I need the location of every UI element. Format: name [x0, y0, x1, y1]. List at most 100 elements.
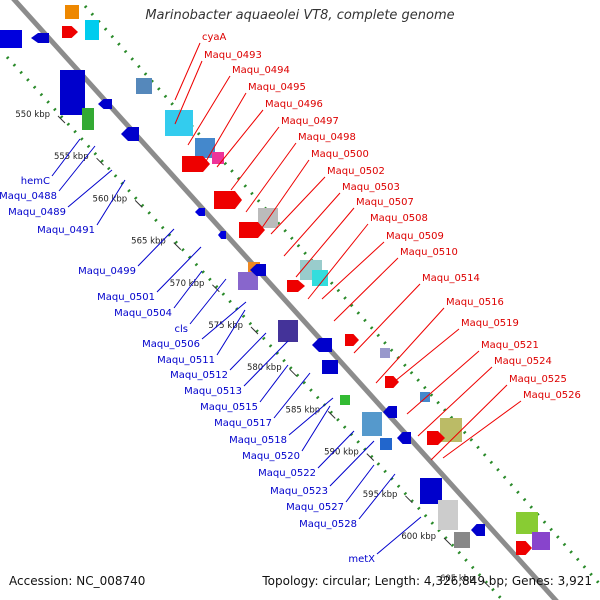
- reverse-gene-block: [362, 412, 382, 436]
- forward-gene-leader: [245, 142, 297, 213]
- forward-gene-block: [85, 20, 99, 40]
- reverse-gene-leader: [173, 270, 203, 309]
- reverse-gene-label: Maqu_0513: [184, 386, 242, 397]
- reverse-gene-leader: [273, 372, 311, 419]
- forward-gene-label: Maqu_0525: [509, 374, 567, 385]
- reverse-arrow-shape: [471, 524, 485, 536]
- forward-gene-leader: [442, 400, 522, 459]
- reverse-gene-leader: [201, 301, 247, 340]
- reverse-arrow-shape: [397, 432, 411, 444]
- forward-gene-leader: [353, 283, 421, 354]
- reverse-arrow-shape: [383, 406, 397, 418]
- scale-tick-label: 575 kbp: [208, 321, 243, 331]
- forward-gene-leader: [375, 307, 445, 384]
- reverse-gene-label: metX: [348, 554, 375, 565]
- forward-arrow: [287, 280, 305, 292]
- reverse-gene-block: [438, 500, 458, 530]
- forward-gene-leader: [417, 366, 493, 437]
- forward-arrow-shape: [427, 431, 445, 445]
- reverse-gene-label: Maqu_0488: [0, 191, 57, 202]
- forward-arrow-shape: [345, 334, 359, 346]
- scale-tick-mark: [366, 453, 375, 461]
- forward-arrow: [516, 541, 532, 555]
- reverse-gene-label: Maqu_0491: [37, 225, 95, 236]
- forward-arrow: [345, 334, 359, 346]
- forward-gene-block: [312, 270, 328, 286]
- reverse-arrow-shape: [31, 33, 49, 43]
- reverse-arrow: [397, 432, 411, 444]
- scale-tick-label: 550 kbp: [15, 110, 50, 120]
- reverse-gene-leader: [345, 464, 375, 503]
- forward-gene-label: Maqu_0500: [311, 149, 369, 160]
- reverse-arrow: [383, 406, 397, 418]
- reverse-gene-block: [238, 272, 258, 290]
- forward-gene-leader: [230, 126, 280, 191]
- forward-gene-block: [380, 348, 390, 358]
- forward-arrow-shape: [62, 26, 78, 38]
- forward-gene-label: cyaA: [202, 32, 227, 43]
- scale-tick-mark: [482, 579, 490, 588]
- scale-tick-mark: [134, 200, 143, 208]
- reverse-gene-label: Maqu_0528: [299, 519, 357, 530]
- forward-gene-labels: cyaAMaqu_0493Maqu_0494Maqu_0495Maqu_0496…: [174, 32, 581, 461]
- forward-gene-leader: [187, 75, 231, 146]
- scale-tick-label: 600 kbp: [401, 532, 436, 542]
- scale-tick-mark: [250, 326, 259, 335]
- forward-gene-label: Maqu_0495: [248, 82, 306, 93]
- reverse-arrow: [250, 264, 266, 276]
- reverse-arrow-shape: [250, 264, 266, 276]
- reverse-gene-label: Maqu_0522: [258, 468, 316, 479]
- forward-arrow: [385, 376, 399, 388]
- reverse-gene-label: Maqu_0512: [170, 370, 228, 381]
- forward-arrow: [182, 156, 210, 172]
- scale-tick-mark: [289, 368, 297, 377]
- reverse-arrow-shape: [218, 231, 226, 239]
- reverse-arrow-shape: [195, 208, 205, 216]
- backbone-line: [11, 0, 559, 600]
- reverse-gene-leader: [67, 169, 113, 208]
- scale-tick-label: 560 kbp: [93, 194, 128, 204]
- forward-arrow-shape: [385, 376, 399, 388]
- forward-arrow: [427, 431, 445, 445]
- outer-dotted-track: [83, 5, 600, 587]
- forward-gene-leader: [256, 159, 310, 236]
- reverse-gene-label: Maqu_0523: [270, 486, 328, 497]
- reverse-arrow-shape: [312, 338, 332, 352]
- scale-tick-mark: [327, 411, 336, 419]
- reverse-gene-leader: [358, 473, 396, 520]
- scale-tick-label: 605 kbp: [440, 574, 475, 584]
- forward-gene-leader: [283, 192, 341, 257]
- reverse-gene-label: Maqu_0518: [229, 435, 287, 446]
- forward-gene-label: Maqu_0503: [342, 182, 400, 193]
- forward-gene-block: [516, 512, 538, 534]
- scale-tick-label: 595 kbp: [363, 490, 398, 500]
- forward-gene-leader: [201, 92, 247, 169]
- reverse-gene-block: [454, 532, 470, 548]
- scale-tick-mark: [405, 495, 413, 504]
- reverse-gene-block: [322, 360, 338, 374]
- reverse-gene-leader: [156, 246, 202, 293]
- reverse-arrow: [121, 127, 139, 141]
- reverse-gene-label: Maqu_0515: [200, 402, 258, 413]
- forward-gene-label: Maqu_0526: [523, 390, 581, 401]
- reverse-gene-leader: [317, 430, 355, 469]
- forward-gene-leader: [388, 328, 460, 387]
- forward-gene-leader: [333, 257, 399, 322]
- forward-gene-leader: [307, 223, 369, 300]
- forward-arrow-shape: [516, 541, 532, 555]
- reverse-gene-leader: [288, 397, 334, 436]
- reverse-gene-block: [420, 478, 442, 504]
- forward-arrow: [214, 191, 242, 209]
- forward-gene-label: Maqu_0508: [370, 213, 428, 224]
- reverse-gene-leader: [329, 440, 375, 487]
- scale-tick-mark: [173, 242, 182, 250]
- scale-tick-label: 555 kbp: [54, 152, 89, 162]
- reverse-gene-label: Maqu_0501: [97, 292, 155, 303]
- reverse-gene-leader: [376, 516, 422, 555]
- forward-gene-label: Maqu_0519: [461, 318, 519, 329]
- forward-gene-label: Maqu_0497: [281, 116, 339, 127]
- forward-gene-leader: [216, 109, 264, 168]
- forward-gene-label: Maqu_0521: [481, 340, 539, 351]
